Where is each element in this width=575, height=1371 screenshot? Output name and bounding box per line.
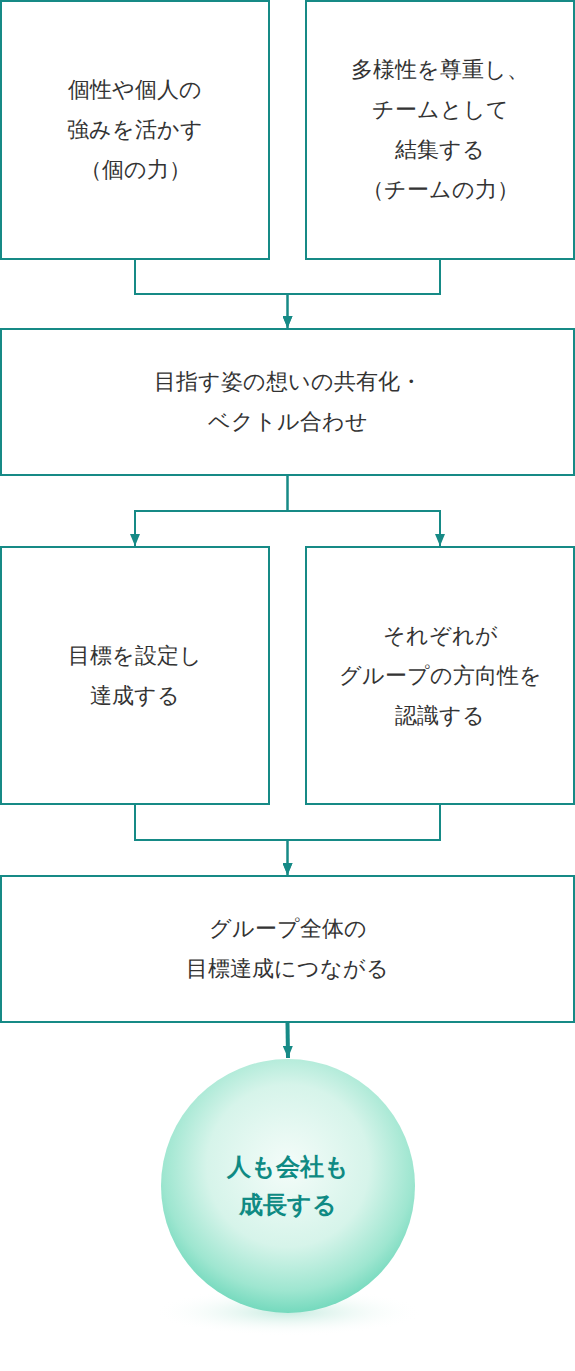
process-box: 目指す姿の想いの共有化・ ベクトル合わせ <box>0 328 575 476</box>
result-text: 人も会社も 成長する <box>213 1148 363 1224</box>
flow-arrow <box>288 805 441 875</box>
flow-arrow <box>135 476 288 546</box>
flow-arrow <box>288 260 441 328</box>
process-box: グループ全体の 目標達成につながる <box>0 875 575 1023</box>
process-box: 多様性を尊重し、 チームとして 結集する （チームの力） <box>305 0 575 260</box>
process-box: 個性や個人の 強みを活かす （個の力） <box>0 0 270 260</box>
result-circle: 人も会社も 成長する <box>160 1058 416 1314</box>
process-box: それぞれが グループの方向性を 認識する <box>305 546 575 805</box>
process-box: 目標を設定し 達成する <box>0 546 270 805</box>
flow-arrow <box>135 260 288 328</box>
circle-shape <box>160 1058 416 1314</box>
box-text: グループ全体の 目標達成につながる <box>138 909 438 989</box>
box-text: 目標を設定し 達成する <box>30 636 240 716</box>
box-text: 目指す姿の想いの共有化・ ベクトル合わせ <box>138 362 438 442</box>
box-text: 多様性を尊重し、 チームとして 結集する （チームの力） <box>335 50 545 210</box>
box-text: 個性や個人の 強みを活かす （個の力） <box>30 70 240 190</box>
flow-arrow <box>286 1023 291 1058</box>
box-text: それぞれが グループの方向性を 認識する <box>335 616 545 736</box>
flow-arrow <box>135 805 288 875</box>
flow-arrow <box>288 476 441 546</box>
circle-fill <box>161 1059 415 1313</box>
